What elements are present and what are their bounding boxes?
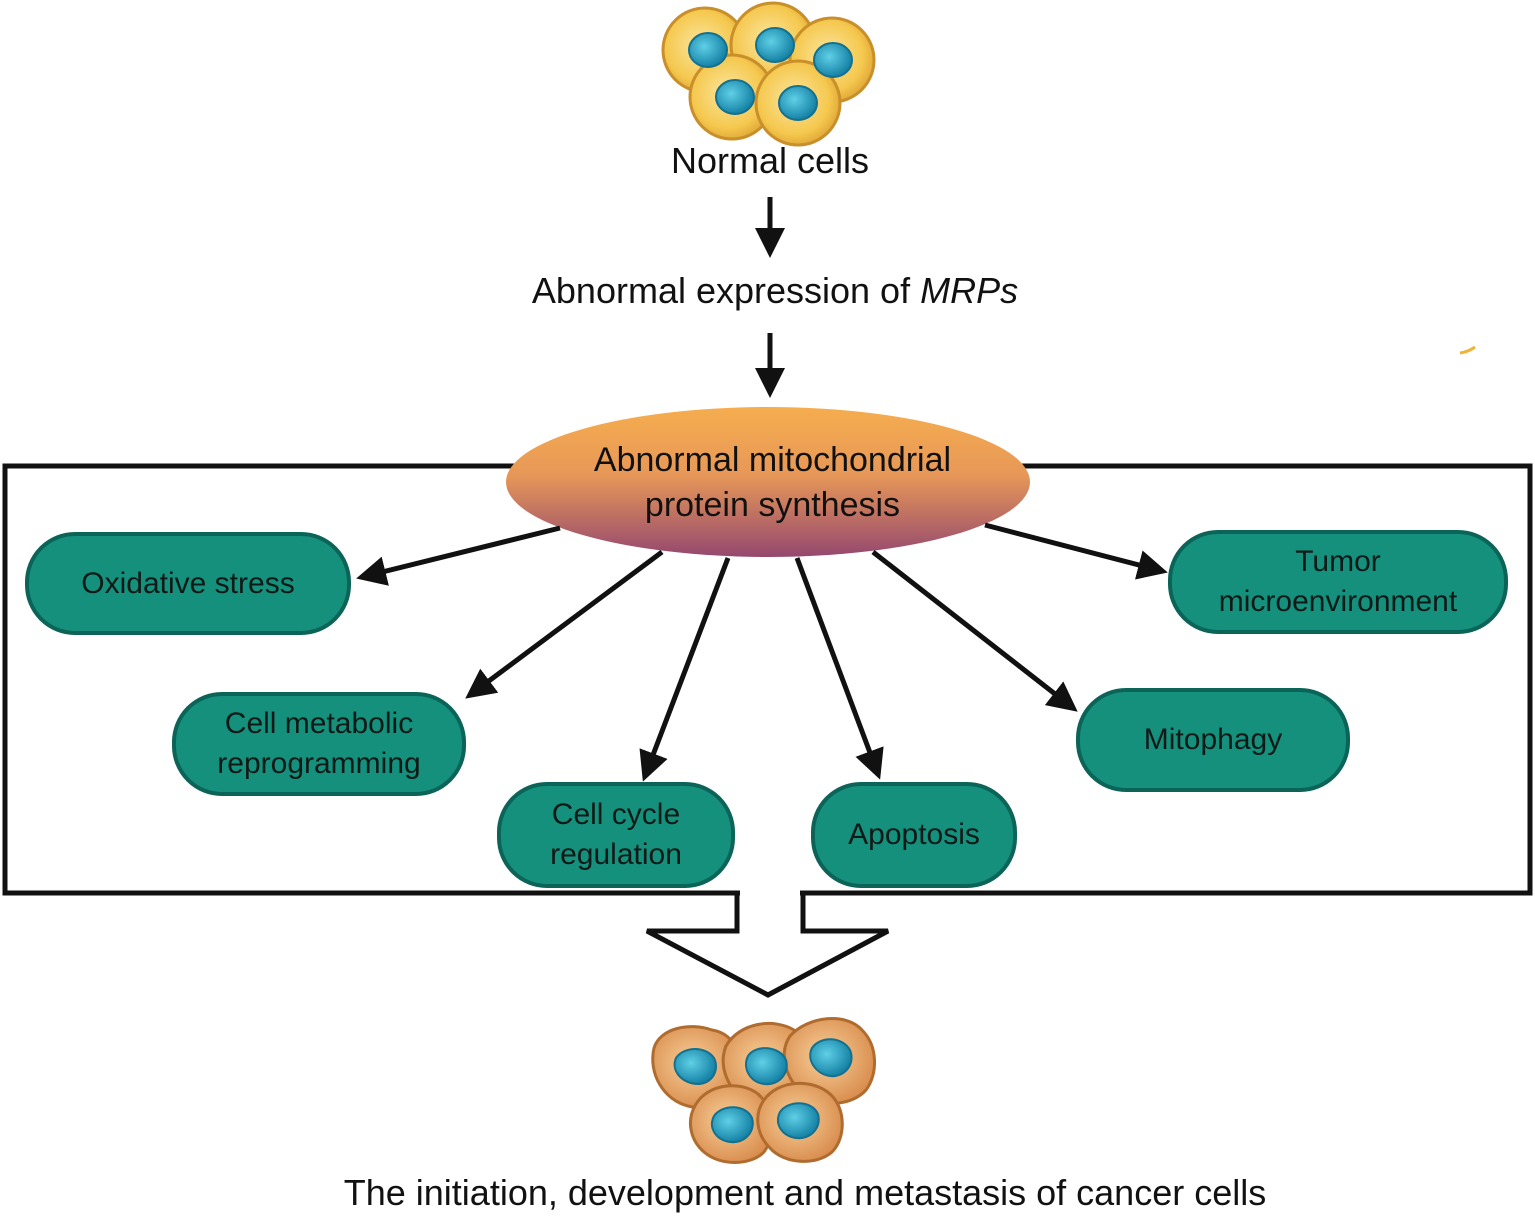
normal-cells-label: Normal cells xyxy=(670,140,870,181)
arrow-to-cell-cycle xyxy=(639,557,731,782)
mrps-italic: MRPs xyxy=(920,270,1019,311)
outcome-label: The initiation, development and metastas… xyxy=(343,1172,1267,1213)
tumor-microenvironment-node: Tumor microenvironment xyxy=(1168,530,1508,634)
hub-arrows xyxy=(356,522,1168,782)
decorative-mark xyxy=(1459,345,1476,355)
big-down-arrow xyxy=(645,890,890,998)
arrow-to-cell-metabolic xyxy=(465,549,664,699)
hub-ellipse xyxy=(506,407,1030,557)
cell-cycle-regulation-node: Cell cycle regulation xyxy=(497,782,735,888)
normal-cells-icon xyxy=(661,1,876,147)
cell-metabolic-reprogramming-node: Cell metabolic reprogramming xyxy=(172,692,466,796)
abnormal-expression-text: Abnormal expression of xyxy=(531,270,921,311)
apoptosis-node: Apoptosis xyxy=(811,782,1017,888)
arrow-to-tumor-micro xyxy=(984,522,1168,580)
oxidative-stress-node: Oxidative stress xyxy=(25,532,351,635)
mitophagy-node: Mitophagy xyxy=(1076,688,1350,792)
arrow-to-apoptosis xyxy=(794,557,884,780)
arrow-to-oxidative-stress xyxy=(356,525,561,586)
abnormal-expression-label: Abnormal expression of MRPs xyxy=(430,270,1120,312)
cancer-cells-icon xyxy=(651,1017,877,1164)
hub-label: Abnormal mitochondrial protein synthesis xyxy=(593,441,952,524)
arrow-to-mitophagy xyxy=(871,550,1078,712)
process-box xyxy=(2,463,1533,896)
